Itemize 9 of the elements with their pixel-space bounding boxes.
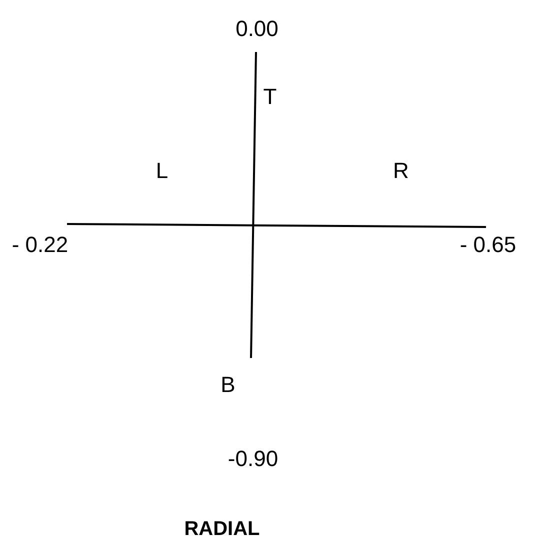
axis-label: 0.00 xyxy=(236,16,278,42)
diagram-title: RADIAL xyxy=(184,517,260,540)
axis-label: L xyxy=(156,158,168,184)
axis-label: T xyxy=(263,84,277,110)
axis-label: - 0.22 xyxy=(12,232,68,258)
axis-label: - 0.65 xyxy=(460,232,516,258)
axis-label: -0.90 xyxy=(228,446,278,472)
axis-label: B xyxy=(220,372,236,398)
axis-label: R xyxy=(393,158,409,184)
